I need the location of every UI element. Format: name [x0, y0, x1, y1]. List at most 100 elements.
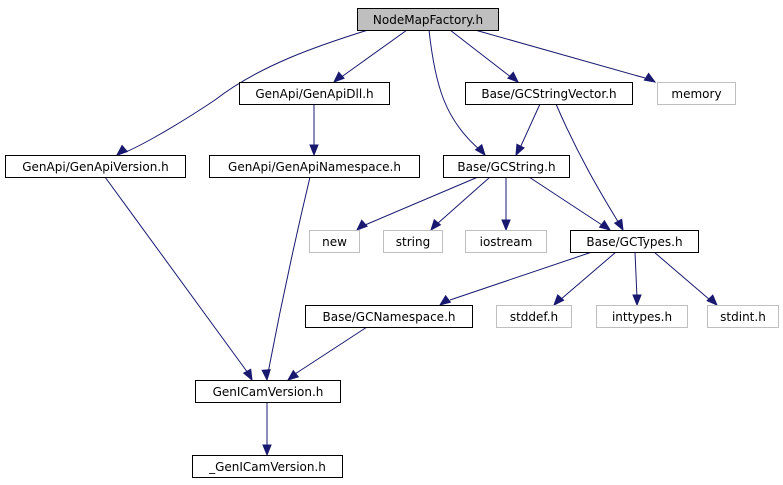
- edge-line: [474, 29, 646, 79]
- edge-genapiversion-to-genicamversion: [104, 176, 253, 382]
- edge-gctypes-to-inttypes: [632, 251, 642, 307]
- edge-line: [528, 176, 603, 226]
- arrowhead-icon: [286, 369, 300, 381]
- node-label: NodeMapFactory.h: [373, 13, 483, 27]
- edge-line: [634, 251, 638, 299]
- arrowhead-icon: [507, 71, 519, 83]
- node-box: [443, 155, 570, 178]
- arrowhead-icon: [262, 444, 272, 457]
- node-box: [465, 230, 547, 253]
- arrowhead-icon: [613, 218, 624, 232]
- edge-gctypes-to-stddef: [553, 251, 617, 307]
- node-box: [5, 155, 186, 178]
- node-label: GenApi/GenApiVersion.h: [22, 160, 168, 174]
- node-label: memory: [671, 87, 721, 101]
- node-label: iostream: [480, 235, 533, 249]
- edge-line: [449, 251, 593, 301]
- edges-layer: [104, 29, 718, 457]
- node-gcstringvector[interactable]: Base/GCStringVector.h: [465, 82, 633, 105]
- edge-gctypes-to-gcnamespace: [438, 251, 593, 306]
- edge-genapinamespace-to-genicamversion: [261, 176, 311, 382]
- node-label: new: [322, 235, 347, 249]
- node-label: string: [396, 235, 430, 249]
- node-box: [195, 380, 341, 403]
- node-root[interactable]: NodeMapFactory.h: [357, 8, 499, 31]
- node-genapidll[interactable]: GenApi/GenApiDll.h: [239, 82, 390, 105]
- edge-line: [653, 251, 711, 301]
- arrowhead-icon: [643, 72, 657, 83]
- edge-genapidll-to-genapinamespace: [309, 104, 319, 157]
- arrowhead-icon: [474, 143, 486, 157]
- arrowhead-icon: [553, 294, 565, 307]
- node-gctypes[interactable]: Base/GCTypes.h: [570, 230, 699, 253]
- node-label: GenApi/GenApiNamespace.h: [228, 160, 401, 174]
- edge-gcstring-to-string: [430, 176, 491, 232]
- arrowhead-icon: [438, 294, 452, 306]
- node-label: stdint.h: [720, 310, 766, 324]
- edge-root-to-genapiversion: [115, 29, 369, 156]
- node-gcnamespace[interactable]: Base/GCNamespace.h: [305, 305, 473, 328]
- edge-gcstring-to-new: [356, 176, 479, 231]
- node-gcstring[interactable]: Base/GCString.h: [443, 155, 570, 178]
- node-iostream: iostream: [465, 230, 547, 253]
- node-box: [305, 305, 473, 328]
- node-label: GenICamVersion.h: [213, 385, 324, 399]
- edge-line: [104, 176, 249, 374]
- node-box: [570, 230, 699, 253]
- edge-line: [364, 176, 479, 226]
- edge-root-to-memory: [474, 29, 657, 83]
- edge-genicamversion-to-_genicamversion: [262, 402, 272, 457]
- node-genicamversion[interactable]: GenICamVersion.h: [195, 380, 341, 403]
- node-memory: memory: [657, 82, 736, 105]
- node-box: [465, 82, 633, 105]
- arrowhead-icon: [706, 294, 718, 306]
- node-box: [309, 230, 360, 253]
- arrowhead-icon: [333, 71, 345, 83]
- arrowhead-icon: [501, 219, 511, 232]
- edge-gcstring-to-gctypes: [528, 176, 612, 231]
- edge-line: [436, 176, 491, 225]
- edge-line: [294, 326, 368, 375]
- node-inttypes: inttypes.h: [596, 305, 688, 328]
- node-box: [209, 155, 420, 178]
- edge-gcstringvector-to-gctypes: [555, 103, 624, 232]
- arrowhead-icon: [309, 144, 319, 157]
- arrowhead-icon: [632, 294, 642, 307]
- node-box: [657, 82, 736, 105]
- edge-line: [449, 29, 513, 79]
- edge-line: [428, 29, 481, 151]
- arrowhead-icon: [356, 219, 368, 231]
- node-underscore-genicamversion[interactable]: _GenICamVersion.h: [192, 455, 343, 478]
- node-label: Base/GCNamespace.h: [323, 310, 456, 324]
- edge-line: [559, 251, 617, 301]
- arrowhead-icon: [115, 144, 129, 156]
- node-genapiversion[interactable]: GenApi/GenApiVersion.h: [5, 155, 186, 178]
- arrowhead-icon: [430, 218, 442, 232]
- edge-gcnamespace-to-genicamversion: [286, 326, 368, 381]
- node-label: GenApi/GenApiDll.h: [255, 87, 373, 101]
- node-stdint: stdint.h: [707, 305, 779, 328]
- node-box: [192, 455, 343, 478]
- node-new: new: [309, 230, 360, 253]
- node-stddef: stddef.h: [496, 305, 572, 328]
- edge-root-to-genapidll: [333, 29, 408, 83]
- node-string: string: [383, 230, 443, 253]
- node-label: _GenICamVersion.h: [208, 460, 326, 474]
- edge-gcstring-to-iostream: [501, 177, 511, 232]
- edge-gcstringvector-to-gcstring: [515, 103, 541, 157]
- node-box: [596, 305, 688, 328]
- edge-line: [116, 29, 369, 156]
- node-genapinamespace[interactable]: GenApi/GenApiNamespace.h: [209, 155, 420, 178]
- node-label: stddef.h: [510, 310, 558, 324]
- node-box: [357, 8, 499, 31]
- edge-line: [519, 103, 541, 149]
- node-label: Base/GCStringVector.h: [481, 87, 616, 101]
- node-label: inttypes.h: [612, 310, 672, 324]
- edge-line: [267, 176, 311, 374]
- edge-root-to-gcstring: [428, 29, 486, 157]
- edge-line: [339, 29, 408, 79]
- node-box: [496, 305, 572, 328]
- node-label: Base/GCTypes.h: [586, 235, 682, 249]
- node-box: [383, 230, 443, 253]
